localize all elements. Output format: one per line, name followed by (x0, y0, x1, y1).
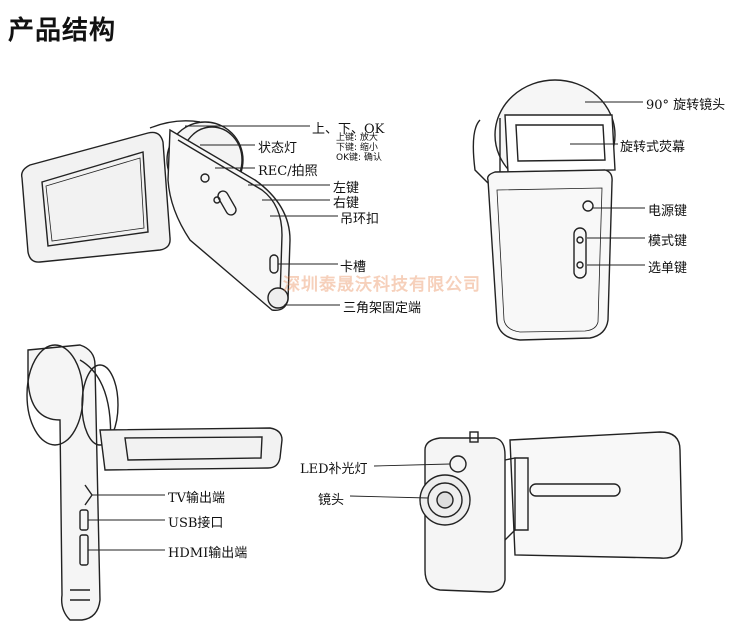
label-right-key: 右键 (333, 196, 360, 211)
camera-top-right (472, 79, 616, 341)
label-updown-ok: 上、下、OK (312, 122, 385, 137)
label-lens: 镜头 (318, 493, 345, 508)
key-note-up: 上键: 放大 (336, 133, 378, 143)
key-note-ok: OK键: 确认 (336, 153, 382, 163)
label-usb: USB接口 (168, 516, 224, 531)
label-rotating-screen: 旋转式荧幕 (620, 140, 686, 155)
label-tripod: 三角架固定端 (343, 301, 422, 316)
camera-bottom-left (26, 344, 283, 621)
label-card-slot: 卡槽 (340, 260, 367, 275)
label-strap-buckle: 吊环扣 (340, 212, 380, 227)
label-menu-key: 选单键 (648, 261, 688, 276)
label-mode-key: 模式键 (648, 234, 688, 249)
label-rec-photo: REC/拍照 (258, 164, 318, 179)
label-left-key: 左键 (333, 181, 360, 196)
camera-bottom-right (419, 431, 683, 593)
label-hdmi: HDMI输出端 (168, 546, 248, 561)
label-led: LED补光灯 (300, 462, 368, 477)
leader-lines (88, 101, 645, 551)
label-power-key: 电源键 (648, 204, 688, 219)
label-tv-out: TV输出端 (168, 491, 226, 506)
camera-top-left (20, 120, 291, 311)
key-note-down: 下键: 缩小 (336, 143, 378, 153)
page-title: 产品结构 (8, 16, 117, 46)
label-status-light: 状态灯 (258, 141, 298, 156)
watermark-company: 深圳泰晟沃科技有限公司 (283, 275, 481, 295)
label-lens-rotate: 90° 旋转镜头 (646, 98, 726, 113)
